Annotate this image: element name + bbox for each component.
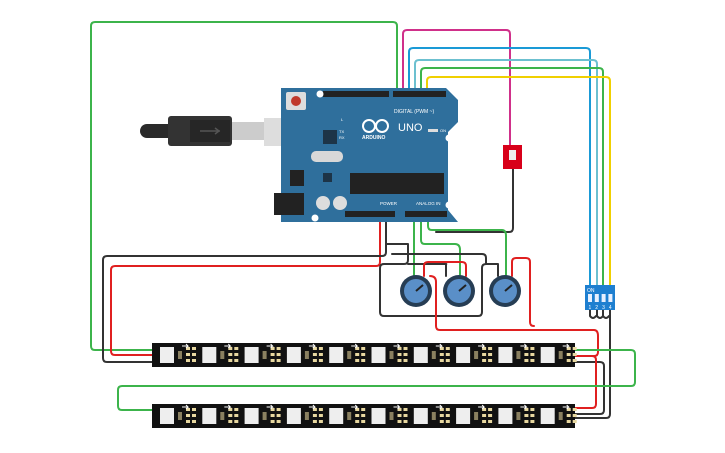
potentiometer-1[interactable] <box>400 275 432 307</box>
dip-toggle-4[interactable] <box>608 294 613 302</box>
led-pixel <box>329 408 344 424</box>
potentiometer-3[interactable] <box>489 275 521 307</box>
potentiometers <box>400 275 521 307</box>
led-pixel <box>371 408 386 424</box>
potentiometer-2[interactable] <box>443 275 475 307</box>
header-power <box>345 211 395 217</box>
wire-green-a1[interactable] <box>420 217 461 276</box>
led-pixel <box>244 347 259 363</box>
led-pixel <box>286 408 301 424</box>
crystal <box>311 151 343 162</box>
led-pixel <box>202 347 217 363</box>
dip-position-label: 4 <box>609 305 612 311</box>
on-led-label: ON <box>440 128 446 133</box>
wire-magenta-switch[interactable] <box>402 29 511 147</box>
wire-green-strip-link[interactable] <box>117 349 636 411</box>
led-strip-2[interactable] <box>152 404 577 428</box>
led-pixel <box>413 408 428 424</box>
wire-black-pots[interactable] <box>379 243 499 317</box>
wire-black-strip-link[interactable] <box>574 361 605 415</box>
microcontroller-chip <box>350 173 444 194</box>
led-pixel <box>498 408 513 424</box>
led-pixel <box>202 408 217 424</box>
wire-black-switch[interactable] <box>435 167 514 233</box>
header-digital-low <box>393 91 446 97</box>
usb-icon <box>200 127 221 135</box>
dip-position-label: 2 <box>595 305 598 311</box>
slide-switch[interactable] <box>503 145 522 169</box>
digital-label: DIGITAL (PWM ~) <box>394 109 434 115</box>
led-pixel <box>329 347 344 363</box>
usb-cable[interactable] <box>140 116 286 146</box>
wire-red-strip-link[interactable] <box>574 355 597 409</box>
wire-red-5v[interactable] <box>110 217 381 356</box>
led-pixel <box>413 347 428 363</box>
wire-yellow-dip4[interactable] <box>426 76 611 288</box>
dip-position-label: 1 <box>589 305 592 311</box>
led-pixel <box>371 347 386 363</box>
wire-blue-dip1[interactable] <box>408 47 591 288</box>
led-pixel <box>244 408 259 424</box>
dip-toggle-1[interactable] <box>588 294 592 302</box>
wires <box>90 21 636 419</box>
led-strips <box>152 343 577 428</box>
dip-toggle-3[interactable] <box>601 294 606 302</box>
analog-label: ANALOG IN <box>416 201 441 206</box>
led-label-rx: RX <box>339 135 345 140</box>
wire-black-dip-common[interactable] <box>574 309 611 419</box>
led-pixel <box>540 408 555 424</box>
led-strip-1[interactable] <box>152 343 577 367</box>
dip-position-label: 3 <box>602 305 605 311</box>
dip-on-label: ON <box>587 288 595 294</box>
led-pixel <box>498 347 513 363</box>
led-label-tx: TX <box>339 129 344 134</box>
power-label: POWER <box>380 201 398 206</box>
header-digital-high <box>323 91 389 97</box>
led-pixel <box>286 347 301 363</box>
arduino-uno-board[interactable]: DIGITAL (PWM ~) POWER ANALOG IN ARDUINO … <box>274 88 458 222</box>
wire-lightblue-dip2[interactable] <box>414 59 598 288</box>
led-label-l: L <box>341 117 344 122</box>
svg-text:ARDUINO: ARDUINO <box>362 135 385 141</box>
power-jack <box>274 193 304 215</box>
wire-black-gnd[interactable] <box>102 217 387 363</box>
wire-red-pots[interactable] <box>423 257 599 357</box>
dip-toggle-2[interactable] <box>594 294 599 302</box>
led-pixel <box>160 347 174 363</box>
model-label: UNO <box>398 122 423 134</box>
led-pixel <box>160 408 174 424</box>
header-analog <box>405 211 447 217</box>
led-pixel <box>456 408 471 424</box>
arduino-logo: ARDUINO <box>362 119 389 141</box>
wire-green-strip-data[interactable] <box>90 21 398 351</box>
led-pixel <box>540 347 555 363</box>
wire-green-a2[interactable] <box>427 217 507 276</box>
wire-green-dip3[interactable] <box>420 67 604 288</box>
led-pixel <box>456 347 471 363</box>
